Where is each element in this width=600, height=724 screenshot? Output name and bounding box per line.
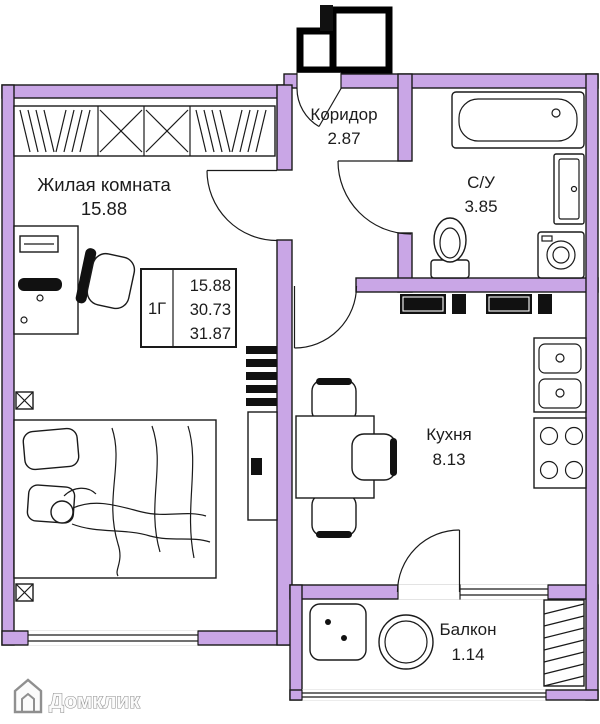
outlet-symbol <box>15 391 34 410</box>
bathroom-fixtures <box>430 91 585 279</box>
living-room-area: 15.88 <box>81 198 127 219</box>
corridor-area: 2.87 <box>327 129 360 148</box>
wall-left <box>1 84 15 646</box>
kitchen-window <box>397 584 549 600</box>
living-room-window <box>27 630 199 646</box>
wall-top-left <box>1 84 289 99</box>
balcony-furniture <box>309 599 585 687</box>
round-table <box>378 614 434 670</box>
living-room-door <box>206 169 278 242</box>
wall-living-divider-lower <box>276 239 293 646</box>
living-room-label: Жилая комната <box>37 174 171 195</box>
dining-chair <box>311 378 357 423</box>
balcony-area: 1.14 <box>451 645 484 664</box>
bathroom-door <box>337 160 412 235</box>
stove <box>533 417 587 489</box>
domclick-logo-icon <box>13 678 43 714</box>
info-value-1: 15.88 <box>190 277 231 295</box>
toilet <box>430 217 470 279</box>
entrance-shaft <box>296 5 393 74</box>
entrance-door <box>296 88 342 128</box>
wall-living-divider-upper <box>276 84 293 171</box>
entrance-opening <box>296 72 342 90</box>
apartment-type: 1Г <box>148 300 166 318</box>
wardrobe <box>13 105 276 157</box>
shelving-unit <box>246 346 278 521</box>
windows <box>27 72 549 701</box>
kitchen-furniture <box>295 294 587 538</box>
bathroom-label: С/У <box>467 173 495 192</box>
corridor-label: Коридор <box>310 105 377 124</box>
walls <box>1 73 599 701</box>
info-value-2: 30.73 <box>190 301 231 319</box>
kitchen-label: Кухня <box>426 425 472 444</box>
pillow <box>22 427 80 471</box>
water-heater <box>553 153 585 225</box>
doors <box>206 88 461 593</box>
info-value-3: 31.87 <box>190 325 231 343</box>
kitchen-area: 8.13 <box>432 450 465 469</box>
balcony-seat <box>309 603 367 661</box>
bathroom-area: 3.85 <box>464 197 497 216</box>
info-box: 1Г 15.88 30.73 31.87 <box>140 268 237 348</box>
outlet-symbol <box>15 583 34 602</box>
monitor <box>18 278 62 291</box>
kitchen-cabinets <box>400 294 552 314</box>
dining-chair <box>311 493 357 538</box>
wall-balcony-left <box>289 584 303 701</box>
balcony-door <box>396 529 461 593</box>
living-room-furniture <box>13 105 278 602</box>
balcony-label: Балкон <box>439 620 496 639</box>
washing-machine <box>537 231 585 279</box>
bed <box>13 419 217 579</box>
domclick-logo-text: Домклик <box>49 690 140 713</box>
fire-escape-ladder <box>543 599 585 687</box>
bathtub <box>451 91 585 149</box>
wall-bath-bottom <box>355 277 599 293</box>
blanket-folds <box>111 425 195 577</box>
wall-right <box>585 73 599 701</box>
room-labels: Жилая комната 15.88 Коридор 2.87 С/У 3.8… <box>37 105 497 664</box>
dining-chair <box>351 433 397 481</box>
wall-bath-divider-upper <box>397 73 413 162</box>
balcony-glazing <box>301 689 547 701</box>
domclick-logo: Домклик <box>13 678 141 714</box>
desk-chair <box>75 248 136 310</box>
kitchen-sink <box>533 337 587 413</box>
desk <box>13 225 79 335</box>
kitchen-door <box>293 285 358 349</box>
